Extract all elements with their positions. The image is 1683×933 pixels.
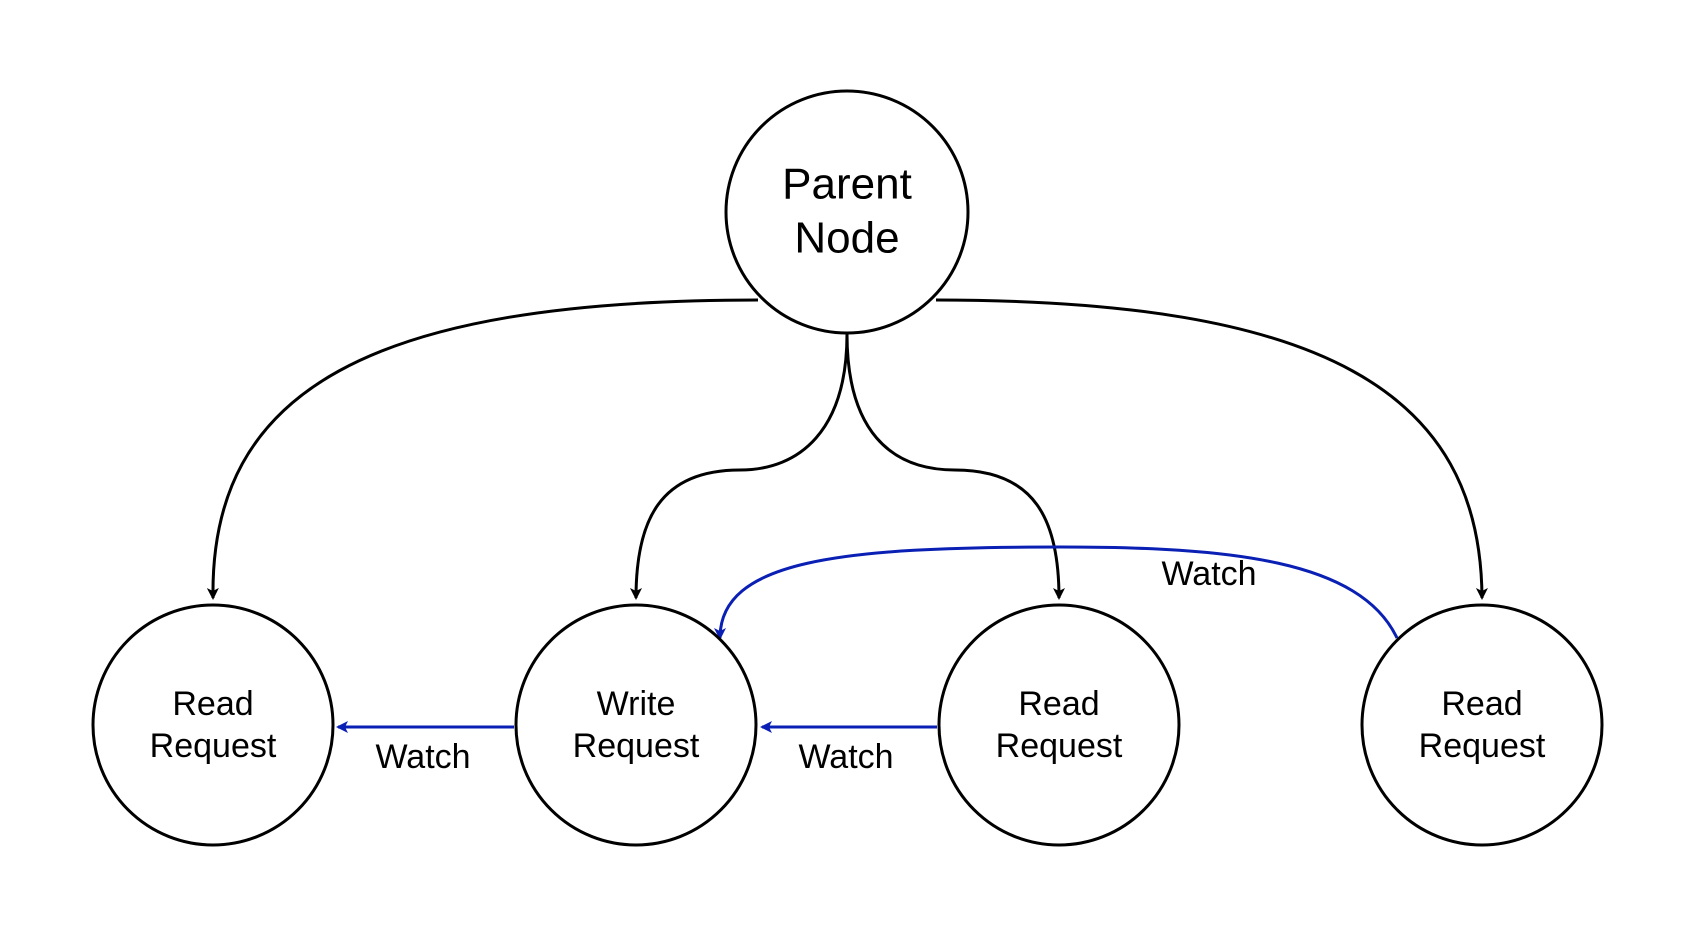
edge-parent-to-write [630,333,849,600]
watch-edge-read-3-to-write [714,545,1399,640]
node-read-request-2: Read Request [937,603,1181,847]
node-write-request-circle [514,603,758,847]
node-write-request: Write Request [514,603,758,847]
edge-parent-to-read-3 [935,298,1488,600]
node-write-request-label-line-2: Request [573,727,700,765]
node-read-request-3: Read Request [1360,603,1604,847]
node-read-request-1-label-line-1: Read [172,685,253,723]
node-read-request-1: Read Request [91,603,335,847]
node-parent-label-line-1: Parent [782,160,912,209]
watch-label-read-2-to-write: Watch [798,738,893,776]
watch-label-write-to-read-1: Watch [375,738,470,776]
node-read-request-1-label-line-2: Request [150,727,277,765]
node-read-request-3-label-line-2: Request [1419,727,1546,765]
node-read-request-3-circle [1360,603,1604,847]
node-parent-label-line-2: Node [794,214,899,263]
node-read-request-3-label-line-1: Read [1441,685,1522,723]
edge-parent-to-read-1 [206,298,759,600]
watch-label-read-3-to-write: Watch [1161,555,1256,593]
node-read-request-2-label-line-2: Request [996,727,1123,765]
node-parent-circle [724,89,970,335]
node-write-request-label-line-1: Write [597,685,676,723]
node-read-request-2-label-line-1: Read [1018,685,1099,723]
edge-parent-to-read-2 [845,333,1065,600]
node-read-request-1-circle [91,603,335,847]
node-parent: Parent Node [724,89,970,335]
node-read-request-2-circle [937,603,1181,847]
